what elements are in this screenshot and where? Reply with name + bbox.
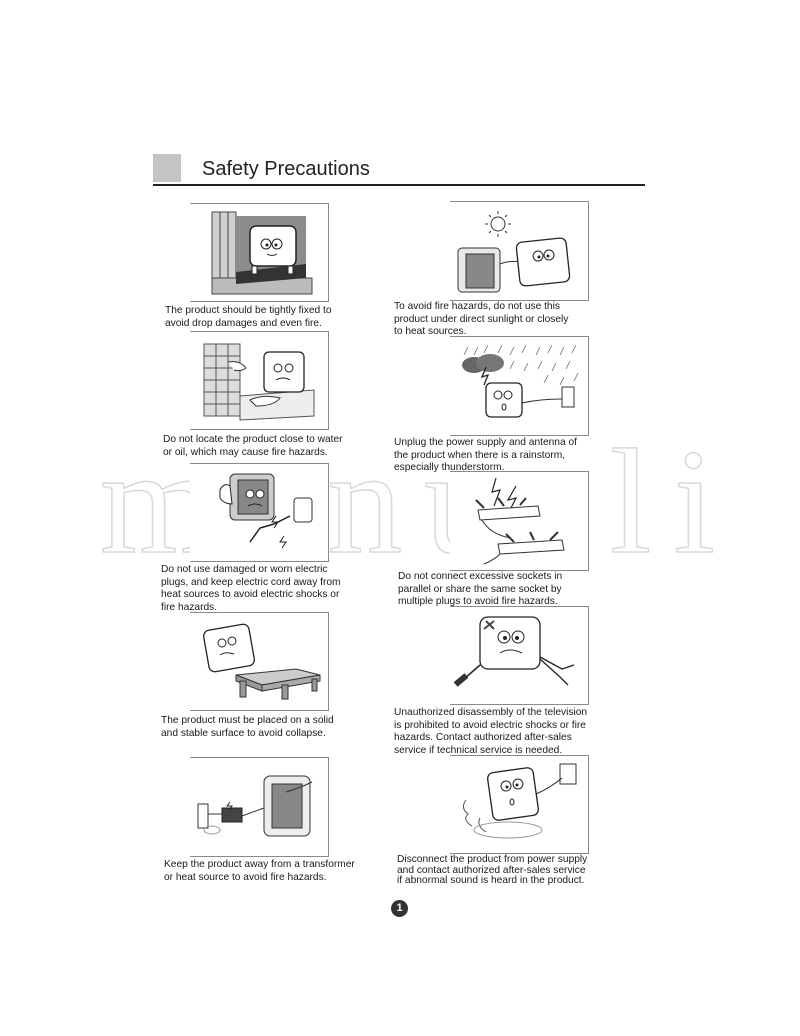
illustration-frame-10 [450,755,589,854]
tv-on-window-ledge-illustration [211,211,313,295]
precaution-text-9: Keep the product away from a transformer… [164,859,355,883]
tv-on-stable-table-illustration [203,623,321,700]
precaution-text-6: Do not connect excessive sockets in para… [398,571,563,607]
precaution-text-1: The product should be tightly fixed to a… [165,305,332,329]
tv-in-sunlight-illustration [457,211,571,293]
precaution-text-5: Do not use damaged or worn electric plug… [161,564,341,613]
tv-in-rainstorm-illustration [462,344,579,418]
precaution-text-7: The product must be placed on a solid an… [161,715,334,739]
overloaded-power-strips-illustration [475,477,565,565]
tv-disassembly-tools-illustration [453,616,575,687]
damaged-plug-illustration [219,473,313,549]
illustration-frame-9 [190,757,329,857]
header-divider [153,184,645,186]
precaution-text-2: To avoid fire hazards, do not use this p… [394,301,569,337]
illustration-frame-1 [190,203,329,302]
precaution-text-3: Do not locate the product close to water… [163,434,343,458]
page-title: Safety Precautions [202,158,370,180]
illustration-frame-7 [190,612,329,711]
precaution-text-4: Unplug the power supply and antenna of t… [394,437,577,473]
tv-abnormal-sound-illustration [462,763,577,839]
illustration-frame-5 [190,463,329,562]
header-accent-square [153,154,181,182]
tv-near-transformer-illustration [197,775,313,837]
precaution-text-10: Disconnect the product from power supply… [397,854,588,886]
page-number-badge: 1 [391,900,408,917]
illustration-frame-4 [450,336,589,436]
tv-near-water-illustration [203,343,315,421]
illustration-frame-8 [450,606,589,705]
illustration-frame-6 [450,471,589,571]
illustration-frame-3 [190,331,329,430]
illustration-frame-2 [450,201,589,301]
precaution-text-8: Unauthorized disassembly of the televisi… [394,707,588,756]
